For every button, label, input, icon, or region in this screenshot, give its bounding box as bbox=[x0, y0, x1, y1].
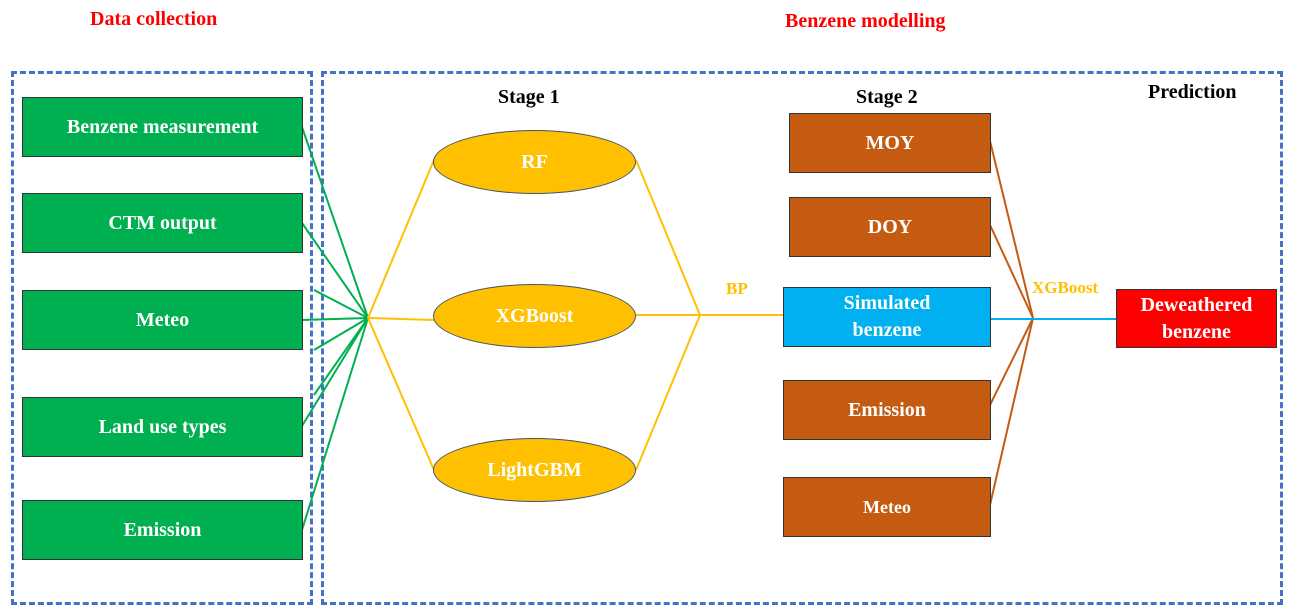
data-collection-frame bbox=[11, 71, 313, 605]
input-land-use-types: Land use types bbox=[22, 397, 303, 457]
connector-input-8 bbox=[313, 317, 369, 396]
feature-emission: Emission bbox=[783, 380, 991, 440]
connector-input-2 bbox=[301, 222, 369, 319]
bp-label: BP bbox=[726, 279, 748, 298]
connector-s1-lgbm-in bbox=[367, 317, 435, 471]
data-collection-title: Data collection bbox=[90, 8, 218, 30]
connector-s1-xgb-in bbox=[367, 317, 435, 321]
stage2-title: Stage 2 bbox=[856, 86, 918, 108]
connector-input-3 bbox=[301, 317, 369, 321]
connector-meteo bbox=[989, 317, 1034, 506]
connector-emission bbox=[989, 317, 1034, 406]
connector-input-6 bbox=[313, 289, 369, 319]
connector-s1-rf-out bbox=[635, 159, 701, 316]
connector-s1-lgbm-out bbox=[635, 314, 701, 471]
stage1-title: Stage 1 bbox=[498, 86, 560, 108]
feature-simulated-benzene: Simulated benzene bbox=[783, 287, 991, 347]
connector-s1-rf-in bbox=[367, 159, 435, 319]
model-lightgbm: LightGBM bbox=[433, 438, 636, 502]
input-emission: Emission bbox=[22, 500, 303, 560]
benzene-modelling-frame bbox=[321, 71, 1283, 605]
prediction-title: Prediction bbox=[1148, 81, 1237, 103]
input-meteo: Meteo bbox=[22, 290, 303, 350]
feature-moy: MOY bbox=[789, 113, 991, 173]
connector-input-7 bbox=[313, 317, 369, 351]
feature-doy: DOY bbox=[789, 197, 991, 257]
input-benzene-measurement: Benzene measurement bbox=[22, 97, 303, 157]
connector-input-5 bbox=[301, 317, 369, 531]
output-deweathered-benzene: Deweathered benzene bbox=[1116, 289, 1277, 348]
connector-input-4 bbox=[301, 317, 369, 427]
feature-meteo: Meteo bbox=[783, 477, 991, 537]
model-xgboost: XGBoost bbox=[433, 284, 636, 348]
model-rf: RF bbox=[433, 130, 636, 194]
connector-input-1 bbox=[301, 126, 369, 319]
xgboost-stage2-label: XGBoost bbox=[1032, 278, 1099, 297]
connector-doy bbox=[989, 224, 1034, 319]
input-ctm-output: CTM output bbox=[22, 193, 303, 253]
benzene-modelling-title: Benzene modelling bbox=[785, 10, 946, 32]
connector-moy bbox=[989, 140, 1034, 319]
